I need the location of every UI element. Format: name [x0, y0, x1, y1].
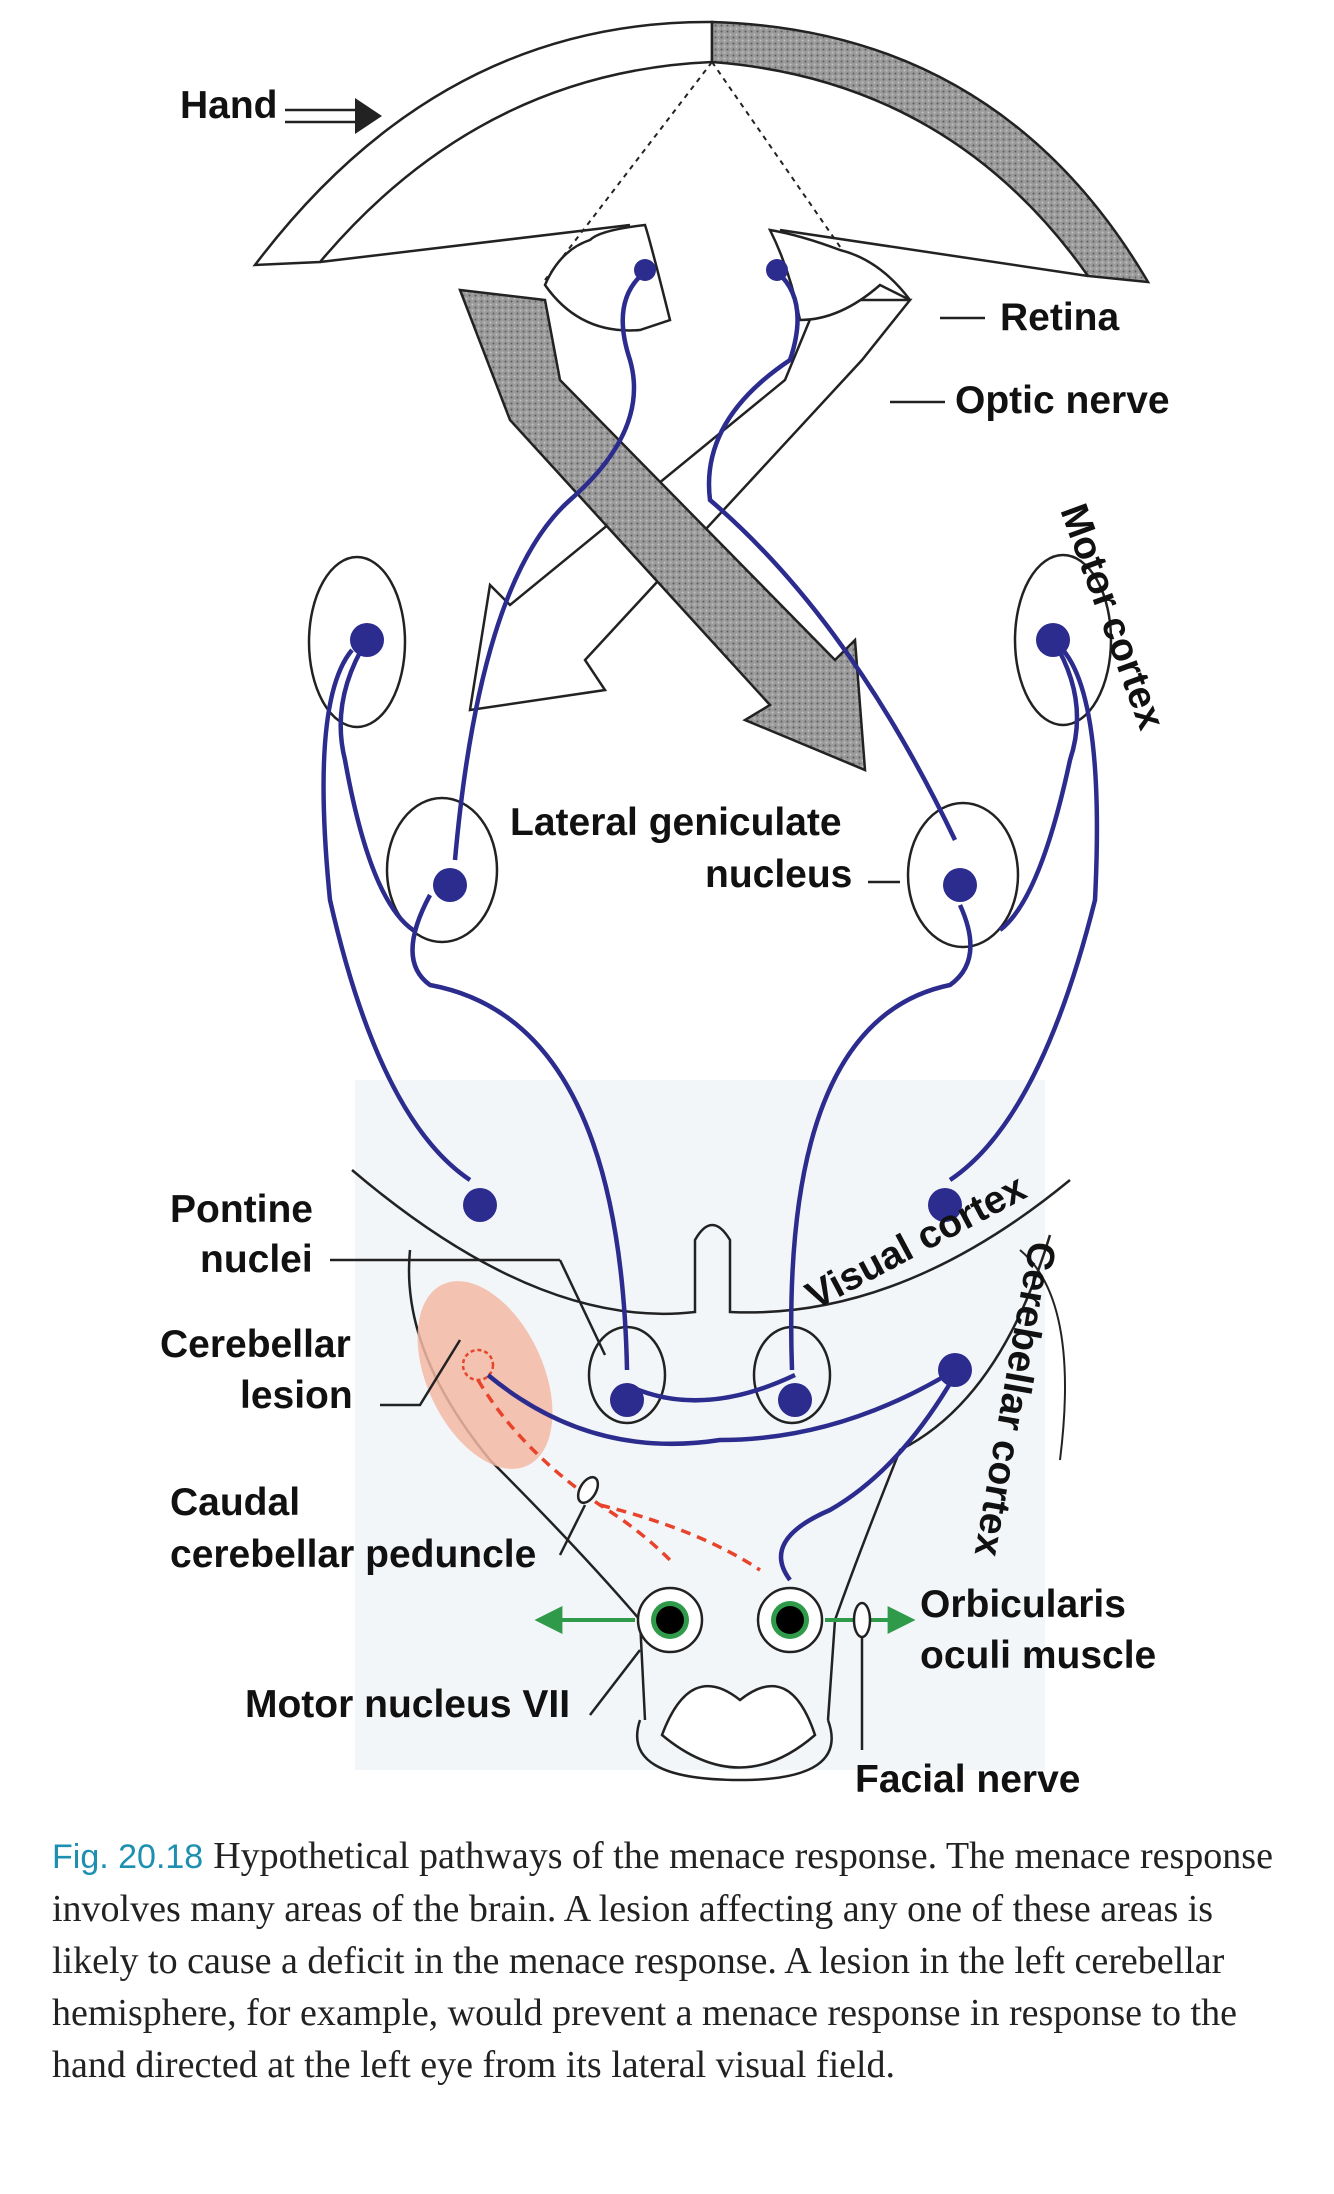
left-eye — [543, 223, 672, 332]
facial-nerve-label: Facial nerve — [855, 1758, 1080, 1800]
right-lgn-outline — [906, 801, 1020, 949]
neuron-bodies — [350, 259, 1070, 1417]
eyes — [543, 223, 911, 332]
optic-nerve-label: Optic nerve — [955, 379, 1170, 422]
right-motor-cortex-outline — [1013, 553, 1113, 727]
brainstem-outline — [351, 1169, 1071, 1782]
figure-number: Fig. 20.18 — [52, 1838, 204, 1876]
orbicularis-label-line2: oculi muscle — [920, 1634, 1156, 1677]
peduncle-marker — [576, 1475, 600, 1505]
right-pontine-nucleus-neuron — [778, 1383, 812, 1417]
right-lgn-neuron — [943, 868, 977, 902]
cerebellar-lesion-label-line2: lesion — [240, 1374, 353, 1417]
visual-field — [252, 20, 1151, 291]
left-motor-cortex-neuron — [350, 623, 384, 657]
pontine-label-line2: nuclei — [200, 1238, 313, 1281]
left-retina-neuron — [634, 259, 656, 281]
left-pontine-nucleus-neuron — [610, 1383, 644, 1417]
cerebellar-lesion — [417, 1281, 553, 1469]
right-retina-neuron — [766, 259, 788, 281]
pontine-label-line1: Pontine — [170, 1188, 313, 1231]
hand-label: Hand — [180, 84, 278, 127]
left-lgn-outline — [385, 796, 499, 944]
left-motor-cortex-outline — [307, 555, 407, 729]
cerebellar-cortex-neuron — [938, 1353, 972, 1387]
right-pontine-neuron — [928, 1188, 962, 1222]
cerebellar-lesion-label-line1: Cerebellar — [160, 1323, 351, 1366]
motor-nucleus-label: Motor nucleus VII — [245, 1683, 570, 1726]
optic-nerves — [458, 288, 913, 772]
menace-pathway-diagram: Hand Retina Optic nerve Motor cortex Lat… — [160, 20, 1173, 1800]
lgn-label-line1: Lateral geniculate — [510, 801, 842, 844]
caption-text: Hypothetical pathways of the menace resp… — [52, 1835, 1273, 2086]
left-lgn-neuron — [433, 868, 467, 902]
facial-nerve-marker — [852, 1601, 872, 1639]
lgn-label-line2: nucleus — [705, 853, 852, 896]
motor-cortex-label: Motor cortex — [1052, 498, 1173, 735]
motor-nucleus-vii — [636, 1586, 824, 1654]
leader-lines — [285, 98, 985, 1750]
right-motor-cortex-neuron — [1036, 623, 1070, 657]
left-pontine-neuron — [463, 1188, 497, 1222]
neuron-pathways — [321, 270, 1100, 1582]
retina-label: Retina — [1000, 296, 1120, 339]
orbicularis-label-line1: Orbicularis — [920, 1583, 1126, 1626]
peduncle-label-line2: cerebellar peduncle — [170, 1533, 536, 1576]
peduncle-label-line1: Caudal — [170, 1481, 300, 1524]
